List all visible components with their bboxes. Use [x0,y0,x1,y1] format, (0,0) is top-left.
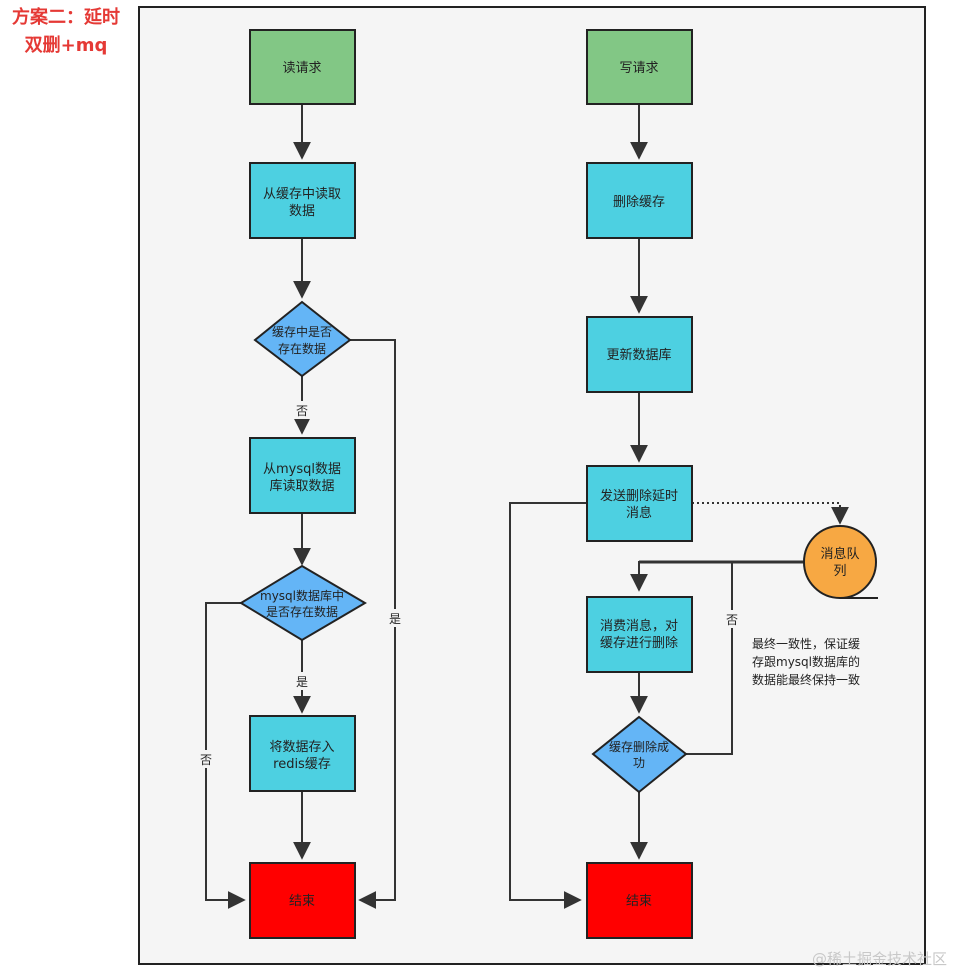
right-start-node: 写请求 [586,29,693,105]
retry-no-label: 否 [726,613,738,627]
mysql-no-label: 否 [200,753,212,767]
update-db-node: 更新数据库 [586,316,693,393]
title-line-2: 双删+mq [24,35,108,56]
read-mysql-node: 从mysql数据 库读取数据 [249,437,356,514]
right-start-text: 写请求 [619,61,658,76]
cache-no-label: 否 [296,404,308,418]
read-mysql-text-1: 从mysql数据 [263,462,341,477]
read-cache-text-1: 从缓存中读取 [263,187,341,202]
left-start-node: 读请求 [249,29,356,105]
send-msg-text-1: 发送删除延时 [600,488,678,504]
consistency-note: 最终一致性，保证缓 存跟mysql数据库的 数据能最终保持一致 [752,636,860,687]
left-start-text: 读请求 [282,61,321,76]
mysql-check-diamond: mysql数据库中 是否存在数据 [239,564,367,642]
cache-check-text-2: 存在数据 [278,341,326,356]
message-queue-node: 消息队 列 [803,525,878,599]
queue-text-2: 列 [833,564,846,579]
delete-cache-node: 删除缓存 [586,162,693,239]
send-msg-text-2: 消息 [626,505,652,521]
delete-check-text-2: 功 [633,756,645,770]
delete-check-text-1: 缓存删除成 [609,739,669,754]
dotted-arrow-to-queue [692,502,849,525]
cache-check-diamond: 缓存中是否 存在数据 [253,300,352,378]
read-cache-node: 从缓存中读取 数据 [249,162,356,239]
cache-yes-label: 是 [389,612,401,626]
read-mysql-text-2: 库读取数据 [269,478,334,494]
consume-text-2: 缓存进行删除 [600,636,678,651]
note-line-2: 存跟mysql数据库的 [752,654,860,669]
send-msg-node: 发送删除延时 消息 [586,465,693,542]
store-redis-text-1: 将数据存入 [269,740,334,755]
page-title: 方案二：延时 双删+mq [0,4,132,60]
mysql-check-text-1: mysql数据库中 [260,588,344,603]
arrow-send-msg-to-end [509,502,587,909]
read-cache-text-2: 数据 [289,204,315,219]
update-db-text: 更新数据库 [606,347,671,363]
right-end-text: 结束 [626,894,652,909]
consume-text-1: 消费消息，对 [600,618,678,634]
queue-text-1: 消息队 [820,546,859,562]
mysql-check-text-2: 是否存在数据 [266,604,338,619]
watermark: @稀土掘金技术社区 [811,950,947,968]
cache-check-text-1: 缓存中是否 [272,324,332,339]
left-end-text: 结束 [289,894,315,909]
mysql-yes-label: 是 [296,675,308,689]
store-redis-text-2: redis缓存 [273,757,331,772]
left-end-node: 结束 [249,862,356,939]
delete-check-diamond: 缓存删除成 功 [591,715,688,794]
store-redis-node: 将数据存入 redis缓存 [249,715,356,792]
note-line-1: 最终一致性，保证缓 [752,636,860,651]
note-line-3: 数据能最终保持一致 [752,672,860,687]
right-end-node: 结束 [586,862,693,939]
consume-node: 消费消息，对 缓存进行删除 [586,596,693,673]
delete-cache-text: 删除缓存 [613,195,665,210]
title-line-1: 方案二：延时 [12,7,120,28]
